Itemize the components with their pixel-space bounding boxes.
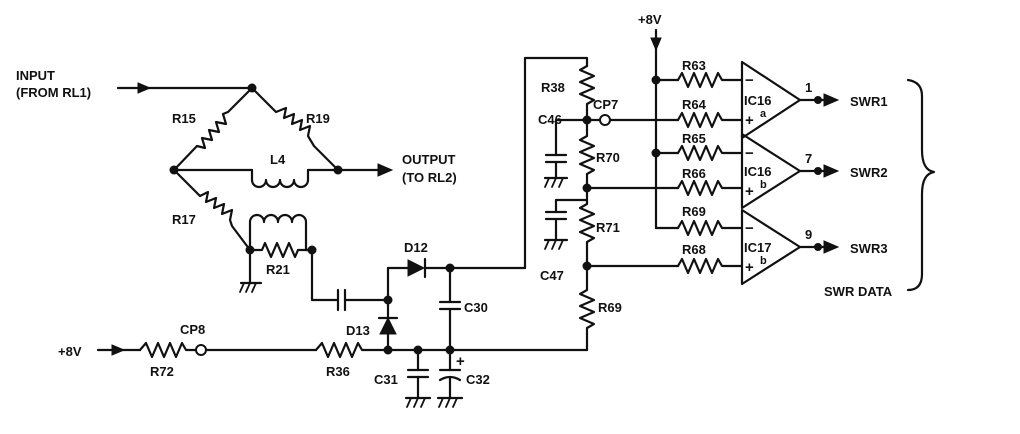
swr-data-bracket [906, 78, 936, 292]
opamp-ic16b-plus: + [745, 183, 754, 200]
ground-symbol-c46 [543, 176, 569, 188]
resistor-r69-divider [578, 264, 596, 352]
r17-label: R17 [172, 212, 196, 227]
c47-label: C47 [540, 268, 564, 283]
r38-label: R38 [541, 80, 565, 95]
opamp-ic16b-pin: 7 [805, 151, 812, 166]
supply-left-label: +8V [58, 344, 82, 359]
opamp-ic17b-name: IC17 [744, 240, 771, 255]
cp8-label: CP8 [180, 322, 205, 337]
swr3-arrow [823, 240, 840, 254]
r65-label: R65 [682, 131, 706, 146]
resistor-r65 [676, 144, 744, 162]
output-label: OUTPUT [402, 152, 456, 167]
diode-d13 [377, 316, 399, 335]
input-source-label: (FROM RL1) [16, 85, 91, 100]
r69-divider-label: R69 [598, 300, 622, 315]
opamp-ic17b-plus: + [745, 259, 754, 276]
swr2-arrow [823, 164, 840, 178]
resistor-r66 [676, 179, 744, 197]
resistor-r38 [578, 64, 596, 122]
r19-label: R19 [306, 111, 330, 126]
diode-d12 [407, 257, 427, 279]
r66-label: R66 [682, 166, 706, 181]
r64-label: R64 [682, 97, 707, 112]
r15-label: R15 [172, 111, 196, 126]
resistor-r64 [676, 111, 744, 129]
output-dest-label: (TO RL2) [402, 170, 457, 185]
resistor-r19 [250, 86, 340, 172]
d13-label: D13 [346, 323, 370, 338]
cp7-label: CP7 [593, 97, 618, 112]
swr2-label: SWR2 [850, 165, 888, 180]
resistor-r69-feedback [676, 219, 744, 237]
testpoint-cp8 [195, 344, 207, 356]
resistor-r71 [578, 186, 596, 268]
swr3-label: SWR3 [850, 241, 888, 256]
ground-symbol-c32 [436, 396, 464, 408]
resistor-r68 [676, 257, 744, 275]
input-label: INPUT [16, 68, 55, 83]
c32-label: C32 [466, 372, 490, 387]
r70-label: R70 [596, 150, 620, 165]
opamp-ic16a-unit: a [760, 108, 767, 120]
swr1-label: SWR1 [850, 94, 888, 109]
opamp-ic16b-unit: b [760, 179, 767, 191]
input-arrow [116, 82, 254, 94]
inductor-l4 [172, 168, 340, 189]
r72-label: R72 [150, 364, 174, 379]
opamp-ic16a-minus: − [745, 72, 754, 89]
c31-label: C31 [374, 372, 398, 387]
r69-feedback-label: R69 [682, 204, 706, 219]
supply-left-arrow [96, 344, 142, 356]
opamp-ic16a-plus: + [745, 112, 754, 129]
r71-label: R71 [596, 220, 620, 235]
opamp-ic17b [740, 208, 802, 286]
resistor-r17 [172, 168, 252, 252]
opamp-ic16b [740, 132, 802, 210]
resistor-r15 [172, 86, 254, 172]
supply-top-arrow [650, 28, 662, 52]
resistor-r63 [676, 71, 744, 89]
opamp-ic16a-name: IC16 [744, 93, 771, 108]
ground-symbol-c31 [404, 396, 432, 408]
ground-symbol-bridge [239, 281, 263, 293]
swr-data-label: SWR DATA [824, 284, 893, 299]
resistor-r70 [578, 118, 596, 190]
swr1-arrow [823, 93, 840, 107]
opamp-ic16b-minus: − [745, 145, 754, 162]
r63-label: R63 [682, 58, 706, 73]
opamp-ic16b-name: IC16 [744, 164, 771, 179]
resistor-r21 [248, 241, 314, 259]
supply-top-label: +8V [638, 12, 662, 27]
output-arrow [336, 163, 394, 177]
opamp-ic17b-unit: b [760, 255, 767, 267]
transformer-coil [248, 213, 314, 252]
c32-plus-sign: + [456, 353, 465, 370]
l4-label: L4 [270, 152, 286, 167]
testpoint-cp7 [599, 114, 611, 126]
opamp-ic16a [740, 60, 802, 140]
opamp-ic17b-minus: − [745, 220, 754, 237]
opamp-ic16a-pin: 1 [805, 80, 812, 95]
d12-label: D12 [404, 240, 428, 255]
r21-label: R21 [266, 262, 290, 277]
r68-label: R68 [682, 242, 706, 257]
c46-label: C46 [538, 112, 562, 127]
ground-symbol-c47 [543, 238, 569, 250]
r36-label: R36 [326, 364, 350, 379]
c30-label: C30 [464, 300, 488, 315]
opamp-ic17b-pin: 9 [805, 227, 812, 242]
resistor-r36 [314, 341, 390, 359]
resistor-r72 [138, 341, 198, 359]
